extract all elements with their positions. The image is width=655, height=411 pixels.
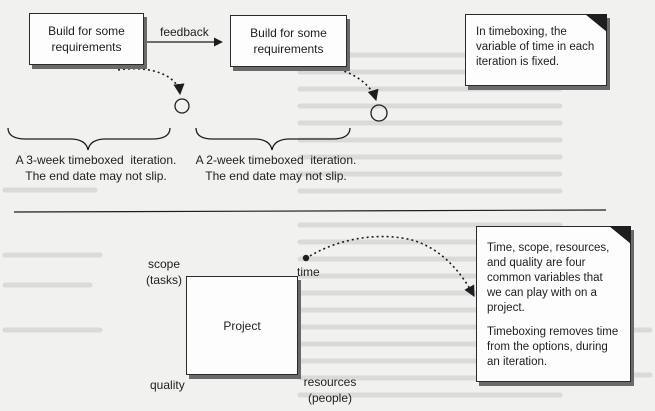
variables-note: Time, scope, resources, and quality are … [476,226,631,382]
iteration-end-circle-2 [370,104,388,122]
resources-label-text: resources [303,375,357,389]
dotted-arc-to-first-circle [117,67,185,96]
scope-label: scope (tasks) [140,256,188,288]
resources-label: resources (people) [290,374,370,406]
variables-note-para-2: Timeboxing removes time from the options… [487,326,619,368]
timeboxing-note-text: In timeboxing, the variable of time in e… [476,26,595,68]
iteration-end-circle-1 [174,98,190,114]
two-week-brace [195,127,351,151]
build-requirements-label-2: Build for some requirements [250,26,327,56]
dotted-arc-time-to-note [309,235,475,297]
timeboxing-note: In timeboxing, the variable of time in e… [465,14,607,86]
build-requirements-box-2: Build for some requirements [230,15,347,67]
time-dot [302,254,310,262]
scope-label-text: scope [147,257,181,271]
section-divider [13,209,607,213]
two-week-line-2: The end date may not slip. [205,169,347,183]
feedback-label: feedback [160,25,209,39]
resources-label-sub: (people) [307,391,353,405]
folded-corner-icon [585,14,607,32]
two-week-iteration-caption: A 2-week timeboxed iteration. The end da… [188,152,364,184]
three-week-line-1: A 3-week timeboxed iteration. [15,153,177,167]
three-week-iteration-caption: A 3-week timeboxed iteration. The end da… [6,152,186,184]
time-label: time [297,265,320,279]
three-week-brace [7,127,171,151]
project-box: Project [186,276,298,375]
build-requirements-label-1: Build for some requirements [48,24,125,54]
quality-label: quality [150,378,185,392]
variables-note-para-1: Time, scope, resources, and quality are … [487,242,610,314]
two-week-line-1: A 2-week timeboxed iteration. [195,153,357,167]
project-title: Project [223,318,261,333]
three-week-line-2: The end date may not slip. [25,169,167,183]
folded-corner-icon [609,226,631,244]
build-requirements-box-1: Build for some requirements [29,13,144,65]
scope-label-sub: (tasks) [146,273,182,287]
